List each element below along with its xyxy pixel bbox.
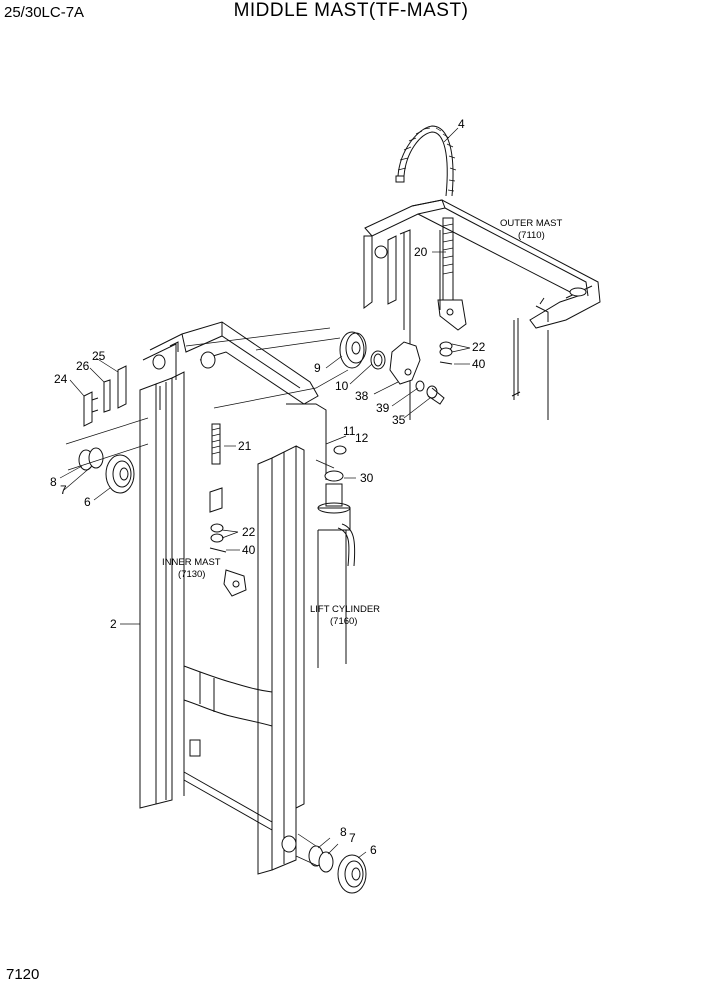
model-code: 25/30LC-7A — [4, 4, 85, 21]
callout-8-bottom: 8 — [340, 825, 347, 839]
callout-12: 12 — [355, 431, 369, 445]
callout-10: 10 — [335, 379, 349, 393]
phantom-lines — [65, 327, 349, 867]
callout-22-inner: 22 — [242, 525, 256, 539]
callout-26: 26 — [76, 359, 90, 373]
pin-40-top — [439, 361, 453, 365]
lift-cylinder-drawing — [317, 445, 356, 668]
outer-mast-code: (7110) — [518, 230, 545, 241]
inner-mast-drawing — [139, 321, 327, 875]
callout-24: 24 — [54, 372, 68, 386]
callout-40-top: 40 — [472, 357, 486, 371]
lift-chain — [395, 125, 457, 197]
left-side-parts — [78, 365, 135, 494]
inner-mast-code: (7130) — [178, 569, 205, 580]
callout-2: 2 — [110, 617, 117, 631]
callout-38: 38 — [355, 389, 369, 403]
page-title: MIDDLE MAST(TF-MAST) — [233, 0, 469, 21]
callout-4: 4 — [458, 117, 465, 131]
inner-chain-anchor — [209, 423, 247, 597]
callout-35: 35 — [392, 413, 406, 427]
callout-9: 9 — [314, 361, 321, 375]
callout-6-left: 6 — [84, 495, 91, 509]
outer-mast-label: OUTER MAST — [500, 218, 562, 229]
callout-11: 11 — [343, 424, 356, 438]
callout-20: 20 — [414, 245, 428, 259]
callout-7-left: 7 — [60, 483, 67, 497]
callout-22-top: 22 — [472, 340, 486, 354]
callout-25: 25 — [92, 349, 106, 363]
callout-8-left: 8 — [50, 475, 57, 489]
callout-40-inner: 40 — [242, 543, 256, 557]
chain-anchor-bolt — [437, 217, 467, 331]
page-number: 7120 — [6, 966, 40, 983]
outer-mast-drawing — [363, 199, 601, 420]
callout-39: 39 — [376, 401, 390, 415]
lift-cylinder-code: (7160) — [330, 616, 357, 627]
callout-7-bottom: 7 — [349, 831, 356, 845]
inner-mast-label: INNER MAST — [162, 557, 221, 568]
callout-6-bottom: 6 — [370, 843, 377, 857]
sheave-assembly — [339, 331, 445, 405]
callout-30: 30 — [360, 471, 374, 485]
callout-21: 21 — [238, 439, 252, 453]
bottom-roller-parts — [308, 845, 367, 894]
leader-lines — [59, 127, 471, 859]
lift-cylinder-label: LIFT CYLINDER — [310, 604, 380, 615]
